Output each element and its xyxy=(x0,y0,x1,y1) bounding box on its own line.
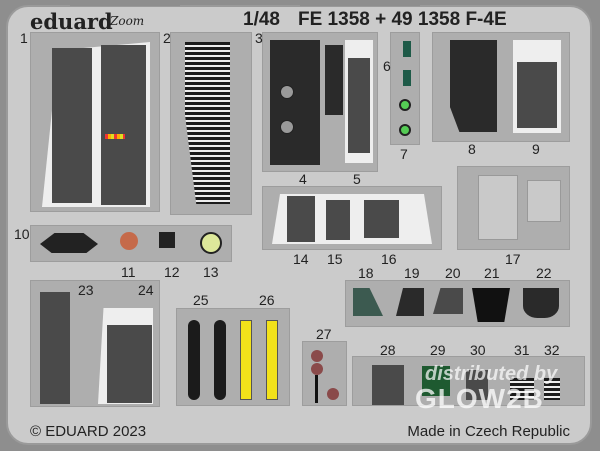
part-8-panel xyxy=(450,40,497,132)
part-26 xyxy=(240,320,252,400)
part-label: 4 xyxy=(299,171,307,187)
part-17 xyxy=(527,180,561,222)
part-label: 8 xyxy=(468,141,476,157)
copyright: © EDUARD 2023 xyxy=(30,423,147,440)
part-label: 29 xyxy=(430,342,446,358)
scale-label: 1/48 xyxy=(243,9,280,30)
part-13-light xyxy=(200,232,222,254)
part-12 xyxy=(159,232,175,248)
zoom-logo: Zoom xyxy=(110,14,145,28)
part-frame-27 xyxy=(302,341,347,406)
part-22 xyxy=(523,288,559,318)
part-label: 16 xyxy=(381,251,397,267)
part-16 xyxy=(364,200,399,238)
part-7-light xyxy=(399,124,411,136)
part-label: 27 xyxy=(316,326,332,342)
part-1-left-section xyxy=(52,48,92,203)
gauge xyxy=(280,85,294,99)
part-32 xyxy=(544,378,560,400)
sprue-gate xyxy=(300,445,420,451)
part-17 xyxy=(478,175,518,240)
part-label: 17 xyxy=(505,251,521,267)
part-25 xyxy=(214,320,226,400)
part-label: 24 xyxy=(138,282,154,298)
part-label: 9 xyxy=(532,141,540,157)
part-label: 3 xyxy=(255,30,263,46)
sprue-gate xyxy=(70,445,180,451)
part-3-panel xyxy=(325,45,343,115)
part-5-gauges xyxy=(348,58,370,153)
part-27 xyxy=(315,375,318,403)
part-label: 31 xyxy=(514,342,530,358)
part-label: 14 xyxy=(293,251,309,267)
watermark-line1: distributed by xyxy=(425,363,558,385)
part-7-light xyxy=(399,99,411,111)
part-label: 1 xyxy=(20,30,28,46)
part-label: 25 xyxy=(193,292,209,308)
part-label: 6 xyxy=(383,58,391,74)
part-6 xyxy=(403,70,411,86)
part-label: 12 xyxy=(164,264,180,280)
part-23 xyxy=(40,292,70,404)
part-label: 26 xyxy=(259,292,275,308)
part-label: 18 xyxy=(358,265,374,281)
part-14 xyxy=(287,196,315,242)
part-29 xyxy=(422,366,450,396)
part-9-gauges xyxy=(517,62,557,128)
part-27 xyxy=(327,388,339,400)
part-label: 28 xyxy=(380,342,396,358)
part-label: 21 xyxy=(484,265,500,281)
part-11-light xyxy=(120,232,138,250)
part-label: 23 xyxy=(78,282,94,298)
sprue-gate xyxy=(300,0,420,6)
part-label: 11 xyxy=(121,264,136,280)
part-30 xyxy=(466,370,488,400)
part-1-right-section xyxy=(101,45,146,205)
product-code: FE 1358 + 49 1358 F-4E xyxy=(298,9,507,30)
part-label: 5 xyxy=(353,171,361,187)
warning-lights xyxy=(105,134,125,139)
brand-logo: eduard xyxy=(30,9,113,34)
part-28 xyxy=(372,365,404,405)
gauge xyxy=(280,120,294,134)
part-label: 19 xyxy=(404,265,420,281)
part-label: 10 xyxy=(14,226,30,242)
part-4-panel xyxy=(270,40,320,165)
part-15 xyxy=(326,200,350,240)
part-label: 30 xyxy=(470,342,486,358)
watermark-line2: GLOW2B xyxy=(415,383,544,414)
part-label: 20 xyxy=(445,265,461,281)
part-label: 15 xyxy=(327,251,343,267)
part-25 xyxy=(188,320,200,400)
part-26 xyxy=(266,320,278,400)
part-27 xyxy=(311,350,323,362)
part-24 xyxy=(107,325,152,403)
part-label: 22 xyxy=(536,265,552,281)
part-label: 32 xyxy=(544,342,560,358)
part-label: 7 xyxy=(400,146,408,162)
part-label: 13 xyxy=(203,264,219,280)
sprue-gate xyxy=(70,0,180,6)
origin-label: Made in Czech Republic xyxy=(407,423,570,440)
part-6 xyxy=(403,41,411,57)
part-label: 2 xyxy=(163,30,171,46)
part-21 xyxy=(472,288,510,322)
part-31 xyxy=(510,378,534,400)
part-27 xyxy=(311,363,323,375)
part-10 xyxy=(40,233,98,253)
